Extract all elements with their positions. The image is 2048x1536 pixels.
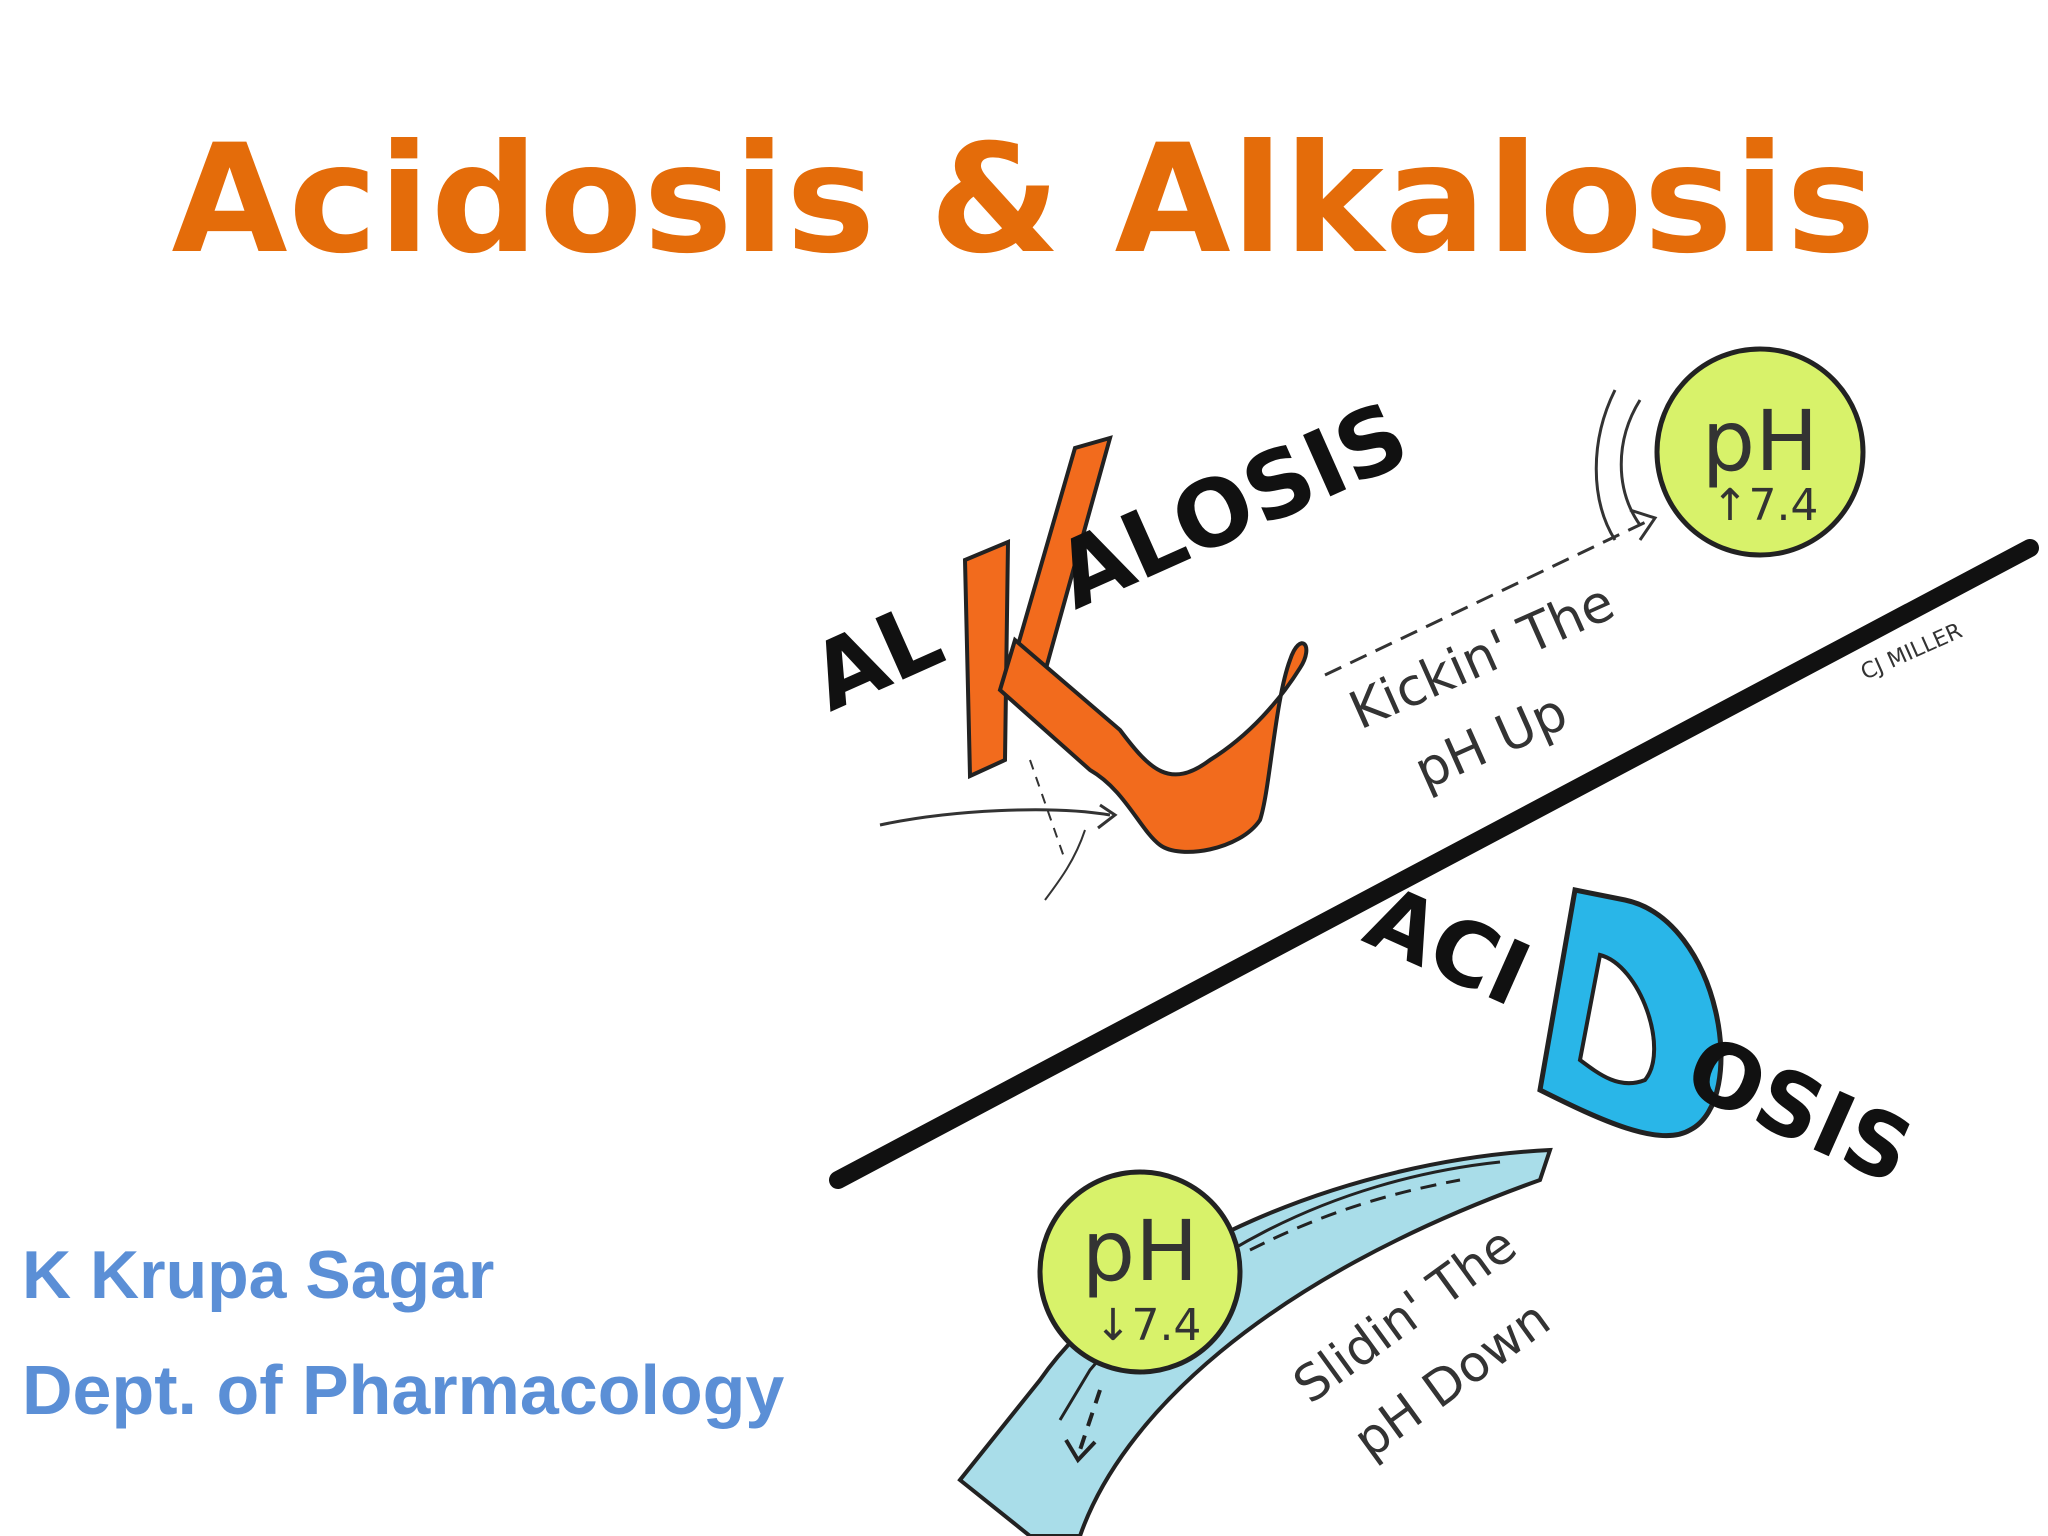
ph-up-circle xyxy=(1654,346,1866,558)
ph-up-value: ↑7.4 xyxy=(1712,480,1819,531)
ph-up-label: pH xyxy=(1702,392,1818,490)
ph-down-label: pH xyxy=(1082,1202,1198,1300)
alkalosis-suffix: ALOSIS xyxy=(1040,381,1423,630)
divider-line xyxy=(829,539,2039,1189)
acidosis-suffix: OSIS xyxy=(1671,1015,1927,1204)
slide-letter-d xyxy=(1537,887,1724,1139)
author-name: K Krupa Sagar xyxy=(22,1237,495,1313)
alkalosis-prefix: AL xyxy=(795,582,957,733)
motion-arrow xyxy=(879,808,1111,827)
foot-icon xyxy=(962,435,1309,854)
slide-title: Acidosis & Alkalosis xyxy=(171,113,1877,287)
kick-path xyxy=(1324,518,1651,677)
ph-down-value: ↓7.4 xyxy=(1095,1300,1202,1351)
author-department: Dept. of Pharmacology xyxy=(22,1351,785,1429)
ph-down-circle xyxy=(1037,1169,1243,1375)
